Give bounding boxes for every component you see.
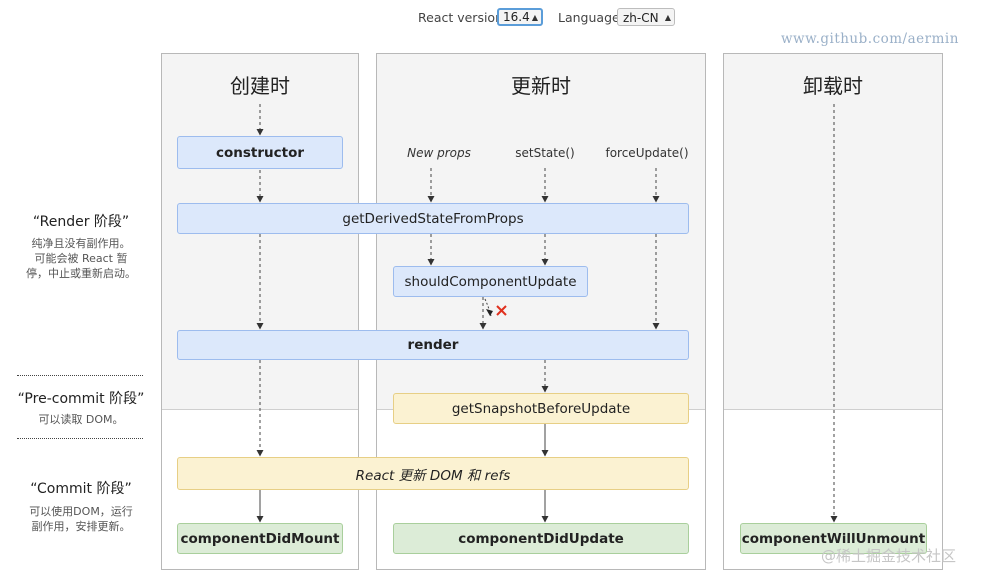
language-select[interactable]: zh-CN ▲ — [617, 8, 675, 26]
commit-phase-desc-line: 副作用，安排更新。 — [31, 520, 131, 533]
precommit-phase-desc-line: 可以读取 DOM。 — [38, 413, 124, 426]
react-update-dom-box: React 更新 DOM 和 refs — [177, 457, 689, 490]
render-box: render — [177, 330, 689, 360]
constructor-box: constructor — [177, 136, 343, 169]
language-label: Language — [558, 10, 620, 25]
update-column-title: 更新时 — [511, 74, 571, 98]
phase-divider — [17, 375, 143, 376]
commit-phase-label: “Commit 阶段” 可以使用DOM，运行 副作用，安排更新。 — [10, 478, 152, 534]
select-arrows-icon: ▲ — [531, 13, 538, 22]
component-will-unmount-box: componentWillUnmount — [740, 523, 927, 554]
render-phase-desc-line: 可能会被 React 暂 — [34, 252, 128, 265]
react-version-label: React version — [418, 10, 504, 25]
unmount-column: 卸载时 — [723, 53, 943, 570]
phase-divider — [17, 438, 143, 439]
juejin-watermark: @稀土掘金技术社区 — [821, 547, 957, 565]
should-component-update-box: shouldComponentUpdate — [393, 266, 588, 297]
trigger-set-state: setState() — [515, 146, 575, 160]
render-phase-desc-line: 停，中止或重新启动。 — [26, 267, 136, 280]
commit-phase-desc-line: 可以使用DOM，运行 — [29, 505, 133, 518]
precommit-phase-label: “Pre-commit 阶段” 可以读取 DOM。 — [10, 388, 152, 427]
react-version-select[interactable]: 16.4 ▲ — [497, 8, 543, 26]
component-did-mount-box: componentDidMount — [177, 523, 343, 554]
react-version-value: 16.4 — [503, 10, 530, 24]
get-snapshot-box: getSnapshotBeforeUpdate — [393, 393, 689, 424]
language-value: zh-CN — [623, 11, 659, 25]
precommit-phase-title: “Pre-commit 阶段” — [17, 391, 145, 407]
cancel-x-icon — [496, 305, 507, 316]
trigger-new-props: New props — [407, 146, 471, 160]
render-phase-description: 纯净且没有副作用。 可能会被 React 暂 停，中止或重新启动。 — [10, 236, 152, 281]
precommit-phase-description: 可以读取 DOM。 — [10, 412, 152, 427]
unmount-column-title: 卸载时 — [803, 74, 863, 98]
render-phase-desc-line: 纯净且没有副作用。 — [31, 237, 131, 250]
trigger-force-update: forceUpdate() — [605, 146, 689, 160]
get-derived-state-box: getDerivedStateFromProps — [177, 203, 689, 234]
select-arrows-icon: ▲ — [664, 13, 671, 22]
render-phase-title: “Render 阶段” — [32, 214, 130, 230]
component-did-update-box: componentDidUpdate — [393, 523, 689, 554]
mount-column-title: 创建时 — [230, 74, 290, 98]
commit-phase-description: 可以使用DOM，运行 副作用，安排更新。 — [10, 504, 152, 534]
github-watermark: www.github.com/aermin — [781, 31, 959, 47]
render-phase-label: “Render 阶段” 纯净且没有副作用。 可能会被 React 暂 停，中止或… — [10, 211, 152, 281]
commit-phase-title: “Commit 阶段” — [30, 481, 132, 497]
